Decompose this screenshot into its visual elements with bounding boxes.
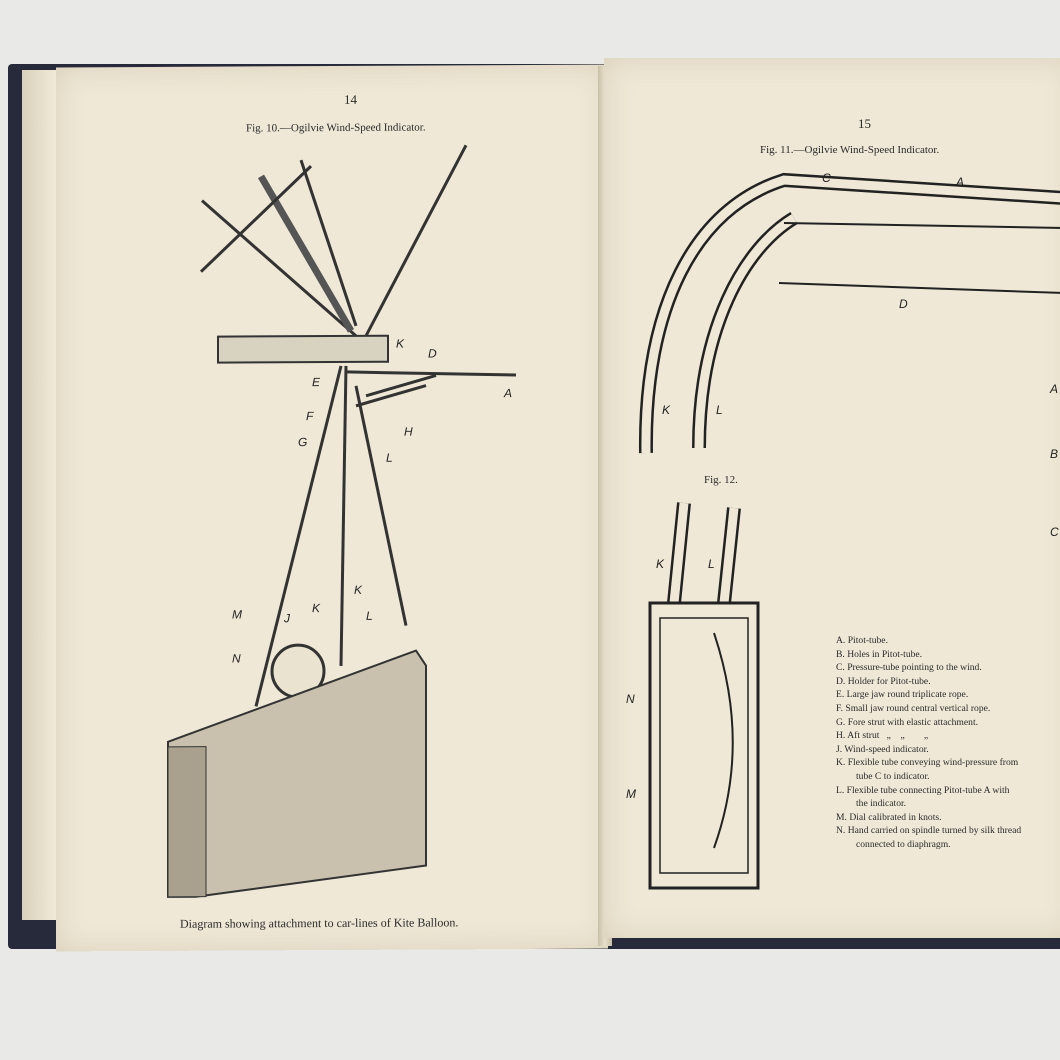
label-h: H bbox=[404, 425, 413, 439]
label-g: G bbox=[298, 435, 307, 449]
label-c: C bbox=[822, 171, 831, 185]
label-e: E bbox=[312, 375, 321, 389]
label-j: J bbox=[283, 611, 291, 625]
figure-legend: A. Pitot-tube. B. Holes in Pitot-tube. C… bbox=[836, 634, 1060, 852]
legend-item: B. Holes in Pitot-tube. bbox=[836, 648, 923, 660]
legend-item: G. Fore strut with elastic attachment. bbox=[836, 716, 979, 728]
legend-item-continuation: the indicator. bbox=[856, 798, 907, 810]
legend-item: L. Flexible tube connecting Pitot-tube A… bbox=[836, 784, 1010, 796]
figure-11-caption: Fig. 11.—Ogilvie Wind-Speed Indicator. bbox=[760, 144, 940, 156]
label-c: C bbox=[1050, 525, 1059, 539]
legend-item: C. Pressure-tube pointing to the wind. bbox=[836, 662, 982, 674]
legend-item-continuation: tube C to indicator. bbox=[856, 770, 930, 782]
legend-item: J. Wind-speed indicator. bbox=[836, 743, 929, 755]
label-b: B bbox=[1050, 447, 1058, 461]
legend-item: M. Dial calibrated in knots. bbox=[836, 811, 942, 823]
legend-item: F. Small jaw round central vertical rope… bbox=[836, 702, 991, 714]
label-k: K bbox=[354, 583, 363, 597]
label-k: K bbox=[656, 557, 665, 571]
legend-item: D. Holder for Pitot-tube. bbox=[836, 675, 931, 687]
legend-item-continuation: connected to diaphragm. bbox=[856, 838, 951, 850]
legend-item: E. Large jaw round triplicate rope. bbox=[836, 689, 969, 701]
label-l: L bbox=[716, 403, 723, 417]
label-n: N bbox=[232, 651, 241, 665]
figure-12-caption: Fig. 12. bbox=[704, 474, 738, 486]
label-d: D bbox=[899, 297, 908, 311]
label-l: L bbox=[708, 557, 715, 571]
label-k: K bbox=[396, 337, 405, 351]
diagram-caption: Diagram showing attachment to car-lines … bbox=[180, 915, 459, 931]
label-m: M bbox=[626, 787, 636, 801]
label-k: K bbox=[662, 403, 671, 417]
label-l: L bbox=[386, 451, 393, 465]
pitot-tube-diagrams: C A D K L K L N M A B C bbox=[626, 171, 1060, 890]
label-l: L bbox=[366, 609, 373, 623]
page-number: 15 bbox=[858, 116, 871, 131]
label-k: K bbox=[312, 601, 321, 615]
label-a: A bbox=[955, 175, 964, 189]
label-a: A bbox=[503, 386, 512, 400]
label-m: M bbox=[232, 607, 242, 621]
legend-item: K. Flexible tube conveying wind-pressure… bbox=[836, 757, 1019, 769]
page-edges bbox=[22, 70, 58, 920]
balloon-attachment-diagram: K D E A F H G L M J K K L N bbox=[167, 144, 517, 898]
legend-item: N. Hand carried on spindle turned by sil… bbox=[836, 825, 1022, 837]
legend-item: A. Pitot-tube. bbox=[836, 635, 888, 646]
left-page: 14 Fig. 10.—Ogilvie Wind-Speed Indicator… bbox=[56, 64, 608, 952]
label-f: F bbox=[306, 409, 314, 423]
right-page: 15 Fig. 11.—Ogilvie Wind-Speed Indicator… bbox=[604, 58, 1060, 938]
legend-item: H. Aft strut „ „ „ bbox=[836, 730, 929, 742]
label-d: D bbox=[428, 346, 437, 360]
label-a: A bbox=[1049, 382, 1058, 396]
label-n: N bbox=[626, 692, 635, 706]
